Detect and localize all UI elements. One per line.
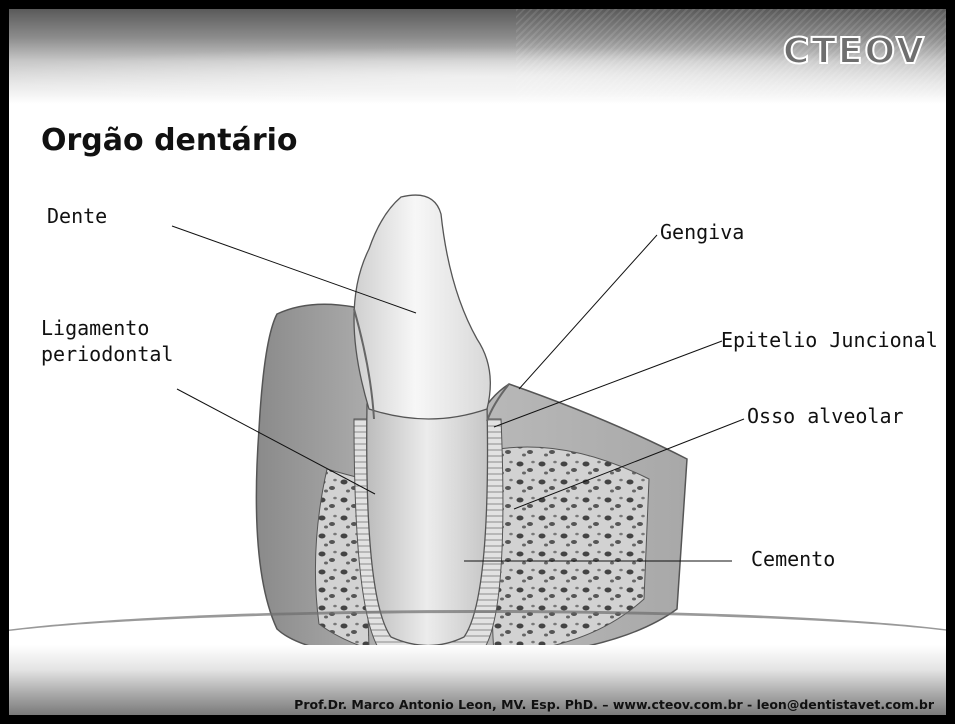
- label-cemento: Cemento: [751, 546, 835, 572]
- label-osso-alveolar: Osso alveolar: [747, 403, 904, 429]
- label-ligamento: Ligamento: [41, 315, 149, 341]
- label-dente: Dente: [47, 203, 107, 229]
- footer-credits: Prof.Dr. Marco Antonio Leon, MV. Esp. Ph…: [294, 697, 934, 712]
- label-gengiva: Gengiva: [660, 219, 744, 245]
- label-periodontal: periodontal: [41, 341, 173, 367]
- label-epitelio-juncional: Epitelio Juncional: [721, 327, 938, 353]
- slide: CTEOV Orgão dentário: [9, 9, 946, 715]
- footer-curve: [9, 610, 946, 683]
